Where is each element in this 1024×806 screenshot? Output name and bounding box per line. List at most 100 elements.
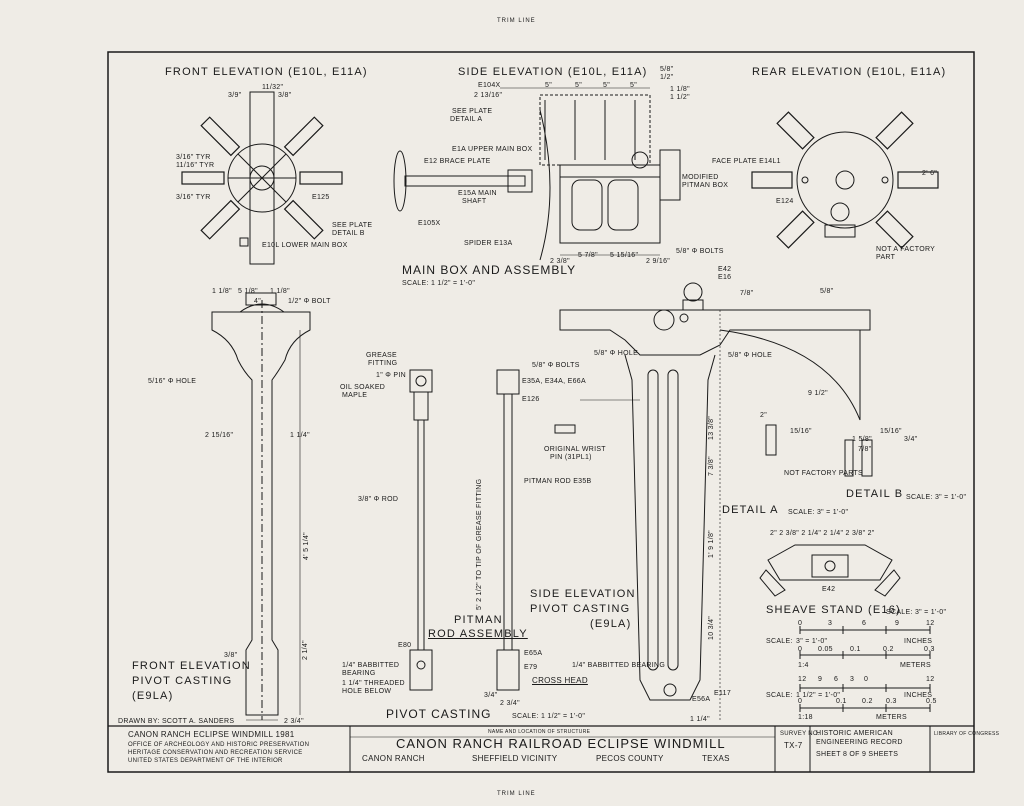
location-4: TEXAS [702, 754, 730, 763]
callout-grease-1: GREASE [366, 352, 397, 359]
structure-name: CANON RANCH RAILROAD ECLIPSE WINDMILL [396, 736, 726, 751]
dim: 5 1/8" [238, 288, 258, 295]
dim: 4" [254, 298, 261, 305]
dim: 13 3/8" [708, 415, 715, 440]
callout-pin: 1" Φ PIN [376, 372, 406, 379]
dim: 15/16" [880, 428, 902, 435]
scale1-value: 3" = 1'-0" [796, 638, 828, 645]
dim: 9 1/2" [808, 390, 828, 397]
callout-hole-516: 5/16" Φ HOLE [148, 378, 197, 385]
meters1-tick: 0.1 [850, 646, 861, 653]
dim: 5" [575, 82, 582, 89]
scale1-tick: 6 [862, 620, 867, 627]
survey-number: TX-7 [784, 741, 803, 750]
dim: 10 3/4" [708, 615, 715, 640]
meters1-unit: METERS [900, 662, 931, 669]
detail-b-scale: SCALE: 3" = 1'-0" [906, 494, 967, 501]
dim: 1 1/8" [270, 288, 290, 295]
pitman-title-2: ROD ASSEMBLY [428, 628, 528, 640]
side-elevation-title: SIDE ELEVATION (E10L, E11A) [458, 66, 648, 78]
front-elevation-title: FRONT ELEVATION (E10L, E11A) [165, 66, 368, 78]
dim: 7 3/8" [708, 456, 715, 476]
callout-e56a: E56A [692, 696, 711, 703]
dim: 5" [603, 82, 610, 89]
dim: 1 1/4" [290, 432, 310, 439]
rear-elevation-title: REAR ELEVATION (E10L, E11A) [752, 66, 947, 78]
record-2: ENGINEERING RECORD [816, 739, 903, 746]
pivot-side-title-1: SIDE ELEVATION [530, 588, 636, 600]
main-box-scale: SCALE: 1 1/2" = 1'-0" [402, 280, 476, 287]
callout-e117: E117 [714, 690, 732, 697]
trim-line-top: TRIM LINE [497, 18, 536, 24]
callout-e42: E42 [718, 266, 732, 273]
dim: 3/8" [278, 92, 292, 99]
callout-pitman-rod: PITMAN ROD E35B [524, 478, 592, 485]
callout-not-factory-2: PART [876, 254, 896, 261]
side-elevation-assembly [393, 94, 681, 261]
drawn-by: DRAWN BY: SCOTT A. SANDERS [118, 718, 235, 725]
detail-b-title: DETAIL B [846, 488, 904, 500]
location-1: CANON RANCH [362, 754, 425, 763]
callout-babbitt-bearing: 1/4" BABBITTED BEARING [572, 662, 666, 669]
dim: 1 5/8" [852, 436, 872, 443]
dim: 11/32" [262, 84, 284, 91]
dim: 2 3/4" [500, 700, 520, 707]
callout-babbitt-1: 1/4" BABBITTED [342, 662, 400, 669]
office-line-3: UNITED STATES DEPARTMENT OF THE INTERIOR [128, 758, 283, 764]
scale2-tick: 12 [798, 676, 807, 683]
scale2-tick: 0 [864, 676, 869, 683]
callout-threaded-1: 1 1/4" THREADED [342, 680, 405, 687]
sheave-dims: 2" 2 3/8" 2 1/4" 2 1/4" 2 3/8" 2" [770, 530, 875, 537]
office-line-2: HERITAGE CONSERVATION AND RECREATION SER… [128, 750, 303, 756]
dim: 7/8" [740, 290, 754, 297]
callout-tip-grease: 5' 2 1/2" TO TIP OF GREASE FITTING [476, 478, 483, 610]
scale2-value: 1 1/2" = 1'-0" [796, 692, 841, 699]
callout-e124: E124 [776, 198, 794, 205]
callout-hole-58b: 5/8" Φ HOLE [728, 352, 773, 359]
pivot-side-title-2: PIVOT CASTING [530, 603, 631, 615]
dim: 2 3/4" [284, 718, 304, 725]
callout-e104x: E104X [478, 82, 501, 89]
pivot-casting-title: PIVOT CASTING [386, 707, 492, 721]
dim: 1 1/4" [690, 716, 710, 723]
detail-a-scale: SCALE: 3" = 1'-0" [788, 509, 849, 516]
scale1-unit: INCHES [904, 638, 933, 645]
dim: 1/2" [660, 74, 674, 81]
callout-e65a: E65A [524, 650, 543, 657]
callout-not-factory-parts: NOT FACTORY PARTS [784, 470, 864, 477]
dim: 2' 6" [922, 170, 938, 177]
dim: 3/9" [228, 92, 242, 99]
callout-see-plate-b: SEE PLATE [332, 222, 373, 229]
meters2-tick: 0.3 [886, 698, 897, 705]
dim: 4' 5 1/4" [303, 532, 310, 560]
meters2-tick: 0.1 [836, 698, 847, 705]
office-line-1: OFFICE OF ARCHEOLOGY AND HISTORIC PRESER… [128, 742, 310, 748]
dim: 5" [545, 82, 552, 89]
scale1-tick: 3 [828, 620, 833, 627]
pivot-front-title-2: PIVOT CASTING [132, 675, 233, 687]
trim-line-bottom: TRIM LINE [497, 791, 536, 797]
dim: 3/4" [904, 436, 918, 443]
dim: 2 1/4" [302, 640, 309, 660]
callout-wrist-1: ORIGINAL WRIST [544, 446, 606, 453]
pivot-casting-front [211, 292, 311, 720]
callout-e79: E79 [524, 664, 538, 671]
callout-e15a-2: SHAFT [462, 198, 487, 205]
callout-grease-2: FITTING [368, 360, 398, 367]
callout-e12-brace: E12 BRACE PLATE [424, 158, 491, 165]
front-elevation-wheel [181, 91, 343, 265]
library-note: LIBRARY OF CONGRESS [934, 731, 1000, 737]
pitman-rod-assembly [409, 369, 576, 691]
callout-hole-58: 5/8" Φ HOLE [594, 350, 639, 357]
name-location-label: NAME AND LOCATION OF STRUCTURE [488, 729, 591, 735]
meters1-tick: 0.2 [883, 646, 894, 653]
location-3: PECOS COUNTY [596, 754, 664, 763]
meters2-ratio: 1:18 [798, 714, 813, 721]
pivot-front-title-3: (E9LA) [132, 690, 174, 702]
callout-e16: E16 [718, 274, 732, 281]
sheave-stand-drawing [759, 544, 901, 597]
pivot-casting-side [559, 282, 871, 701]
scale2-tick: 9 [818, 676, 823, 683]
rear-elevation-wheel [751, 111, 939, 249]
